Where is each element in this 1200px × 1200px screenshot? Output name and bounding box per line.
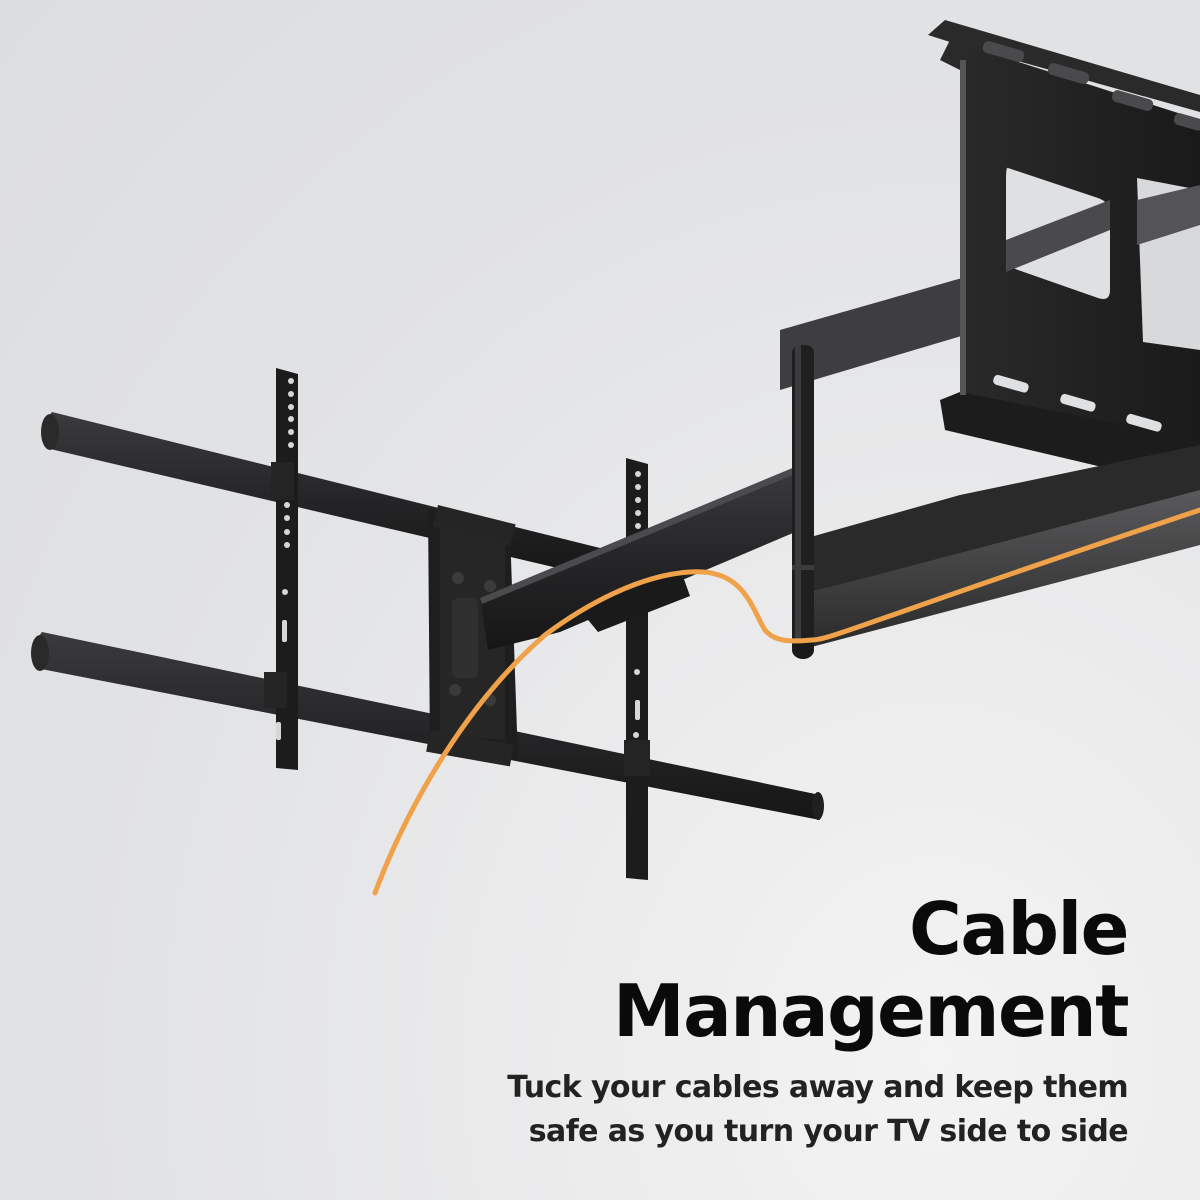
- wall-plate: [780, 20, 1200, 490]
- feature-callout: Cable Management Tuck your cables away a…: [507, 887, 1129, 1154]
- feature-description-line1: Tuck your cables away and keep them: [507, 1070, 1128, 1105]
- rear-arm: [800, 445, 1200, 650]
- pivot-plate: [426, 505, 518, 767]
- feature-title-line2: Management: [613, 969, 1129, 1053]
- tv-bracket: [31, 368, 824, 880]
- feature-title: Cable Management: [507, 887, 1129, 1053]
- feature-title-line1: Cable: [909, 887, 1129, 971]
- cable-illustration: [372, 507, 1200, 896]
- feature-description-line2: safe as you turn your TV side to side: [528, 1114, 1129, 1149]
- feature-description: Tuck your cables away and keep them safe…: [507, 1066, 1128, 1154]
- articulating-arm: [480, 345, 814, 659]
